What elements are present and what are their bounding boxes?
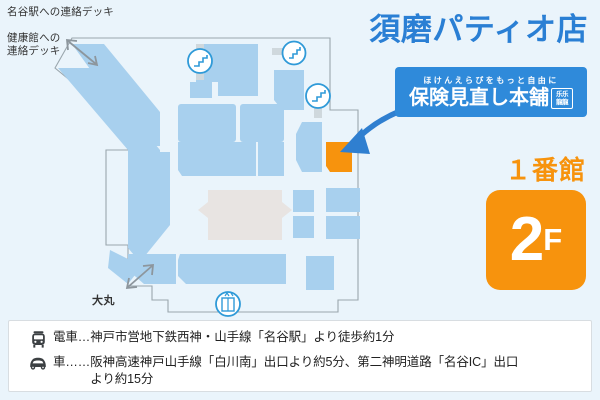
elevator-icon [215, 291, 241, 317]
escalator-icon [281, 40, 307, 66]
logo-name-row: 保険見直し本舗 乐乐 龍龍 [409, 88, 573, 109]
map-blocks-left [58, 44, 170, 284]
floor-map: 名谷駅への連絡デッキ 健康館への 連絡デッキ 大丸 [7, 6, 423, 317]
access-text-train: 電車…神戸市営地下鉄西神・山手線「名谷駅」より徒歩約1分 [53, 330, 395, 344]
logo-tagline: ほけんえらびをもっと自由に [423, 76, 559, 85]
building-outline [54, 37, 359, 313]
logo-badge-line-1: 乐乐 [556, 91, 569, 98]
building-label: １番館 [504, 155, 586, 185]
access-row-car: 車……阪神高速神戸山手線「白川南」出口より約5分、第二神明道路「名谷IC」出口 … [9, 354, 591, 388]
logo-badge: 乐乐 龍龍 [551, 88, 573, 109]
page-title: 須磨パティオ店 [369, 12, 588, 47]
car-icon [23, 354, 53, 371]
access-text-car: 車……阪神高速神戸山手線「白川南」出口より約5分、第二神明道路「名谷IC」出口 … [53, 355, 519, 386]
deck-label-station: 名谷駅への連絡デッキ [7, 6, 114, 18]
floor-number: 2 [509, 205, 545, 274]
double-arrow-icon [125, 263, 155, 290]
access-info-bar: 電車…神戸市営地下鉄西神・山手線「名谷駅」より徒歩約1分 車……阪神高速神戸山手… [8, 320, 592, 392]
train-icon [23, 329, 53, 349]
daimaru-label: 大丸 [92, 295, 115, 307]
floor-map-svg [54, 37, 423, 317]
map-block-bottom [178, 254, 286, 284]
atrium-block [198, 190, 292, 240]
access-row-train: 電車…神戸市営地下鉄西神・山手線「名谷駅」より徒歩約1分 [9, 329, 591, 349]
deck-label-health: 健康館への 連絡デッキ [7, 32, 61, 57]
map-blocks-middle [178, 104, 322, 176]
logo-name: 保険見直し本舗 [409, 87, 549, 109]
escalator-icon [187, 48, 213, 74]
floor-suffix: F [543, 222, 563, 257]
double-arrow-icon [65, 38, 99, 67]
brand-logo: ほけんえらびをもっと自由に 保険見直し本舗 乐乐 龍龍 [395, 67, 587, 117]
logo-badge-line-2: 龍龍 [556, 98, 569, 106]
map-blocks-right-lower [293, 188, 360, 290]
floor-badge: 2 F [486, 190, 586, 290]
escalator-icon [305, 83, 331, 109]
